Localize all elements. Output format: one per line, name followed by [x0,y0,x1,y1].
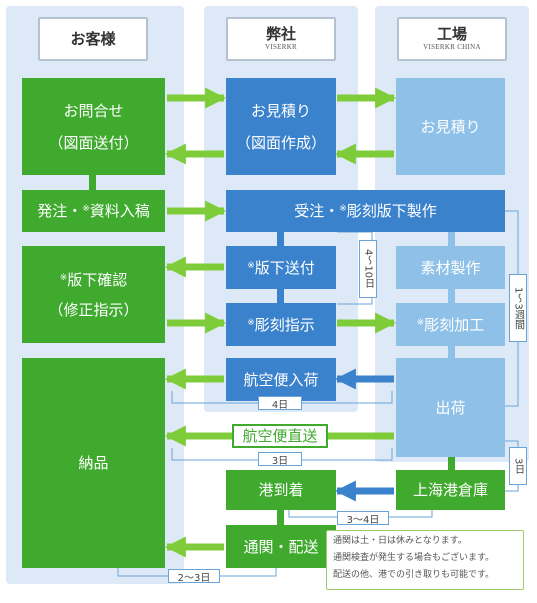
link-inquiry-order [89,175,96,190]
duration-factory-weeks-tag: 1〜3週間 [509,274,527,342]
duration-factory-ship: 3日 [512,457,524,475]
delivery-label: 納品 [78,454,109,472]
duration-factory-weeks: 1〜3週間 [512,286,524,330]
note-line-1: 通関は土・日は休みとなります。 [333,536,467,546]
shanghai-warehouse-label: 上海港倉庫 [412,481,488,499]
shanghai-warehouse-box: 上海港倉庫 [396,470,505,510]
link-proof-instruct [277,289,284,303]
proof-confirm-box: ※版下確認 （修正指示） [22,246,165,343]
receive-box: 受注・※彫刻版下製作 [226,190,505,232]
proof-confirm-mark: ※ [59,272,68,283]
company-header-subtitle: VISERKR [264,43,298,51]
quote-factory-box: お見積り [396,78,505,175]
shipping-box: 出荷 [396,358,505,457]
duration-sea-tag: 3〜4日 [337,511,389,526]
inquiry-box: お問合せ （図面送付） [22,78,165,175]
link-receive-proof [277,232,284,246]
proof-send-mark: ※ [247,260,255,271]
proof-send-box: ※版下送付 [226,246,336,289]
duration-production-tag: 4〜10日 [359,240,377,298]
air-direct-label: 航空便直送 [242,427,318,445]
receive-label: 彫刻版下製作 [346,202,437,220]
air-direct-box: 航空便直送 [232,424,328,448]
factory-header-subtitle: VISERKR CHINA [423,43,481,51]
air-cargo-box: 航空便入荷 [226,358,336,401]
material-box: 素材製作 [396,246,505,289]
link-port-customs [277,510,284,525]
company-header-title: 弊社 [265,25,296,43]
order-prefix: 発注・ [37,202,83,220]
note-line-3: 配送の他、港での引き取りも可能です。 [333,570,495,580]
duration-air-cargo: 4日 [271,399,289,411]
engrave-instruct-label: 彫刻指示 [254,315,315,334]
factory-header: 工場 VISERKR CHINA [397,17,507,61]
factory-header-title: 工場 [436,25,467,43]
link-ship-warehouse [448,457,455,470]
duration-sea: 3〜4日 [346,514,380,526]
quote-company-box: お見積り （図面作成） [226,78,336,175]
link-engrave-ship [448,346,455,358]
order-box: 発注・※資料入稿 [22,190,165,232]
material-label: 素材製作 [420,258,481,277]
order-label: 資料入稿 [89,202,150,220]
duration-air-cargo-tag: 4日 [258,396,302,411]
company-header: 弊社 VISERKR [226,17,336,61]
quote-company-sublabel: （図面作成） [235,133,326,152]
port-arrival-box: 港到着 [226,470,336,510]
link-material-engrave [448,289,455,303]
engrave-process-box: ※彫刻加工 [396,303,505,346]
engrave-process-mark: ※ [416,317,425,328]
duration-factory-ship-tag: 3日 [509,447,527,485]
duration-air-direct-tag: 3日 [258,452,302,467]
duration-customs: 2〜3日 [177,572,211,584]
inquiry-sublabel: （図面送付） [48,133,139,152]
proof-confirm-sublabel: （修正指示） [48,300,139,319]
quote-factory-label: お見積り [420,117,481,136]
customs-label: 通関・配送 [243,537,319,556]
receive-mark: ※ [339,204,347,214]
proof-confirm-label: 版下確認 [67,270,128,289]
inquiry-label: お問合せ [63,101,124,120]
delivery-box: 納品 [22,358,165,568]
customer-header: お客様 [38,17,148,61]
customs-notes: 通関は土・日は休みとなります。 通関検査が発生する場合もございます。 配送の他、… [326,530,524,590]
quote-company-label: お見積り [250,101,311,120]
receive-prefix: 受注・ [294,202,340,220]
customer-header-title: お客様 [70,29,116,48]
shipping-label: 出荷 [435,398,466,417]
note-line-2: 通関検査が発生する場合もございます。 [333,553,495,563]
engrave-instruct-box: ※彫刻指示 [226,303,336,346]
air-cargo-label: 航空便入荷 [243,370,319,389]
engrave-instruct-mark: ※ [247,317,255,328]
engrave-process-label: 彫刻加工 [424,315,485,334]
duration-customs-tag: 2〜3日 [168,569,220,584]
duration-production: 4〜10日 [362,249,374,289]
duration-air-direct: 3日 [271,455,289,467]
proof-send-label: 版下送付 [254,258,315,277]
proof-confirm-line1: ※版下確認 [60,269,128,291]
customs-box: 通関・配送 [226,525,336,568]
order-mark: ※ [82,204,90,214]
port-arrival-label: 港到着 [258,481,304,499]
link-receive-material [448,232,455,246]
